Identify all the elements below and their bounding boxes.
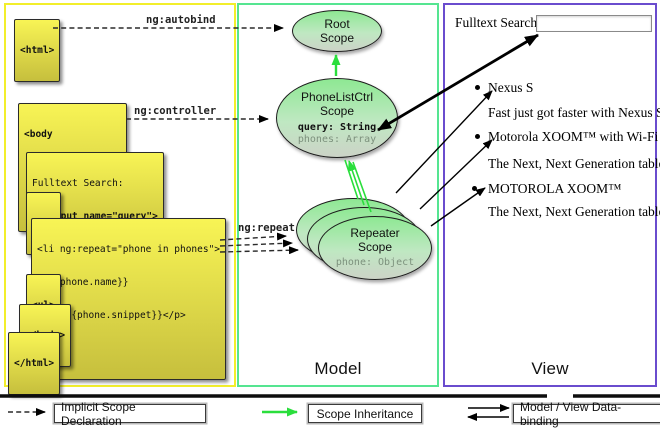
model-panel-label: Model [314, 359, 362, 378]
code-line: <p>{{phone.snippet}}</p> [37, 310, 186, 321]
legend-implicit-scope-declaration: Implicit Scope Declaration [54, 400, 206, 428]
phonelistctrl-scope-ellipse: PhoneListCtrl Scope query: String phones… [276, 78, 398, 158]
model-panel: Model [237, 3, 439, 387]
code-line: </html> [14, 358, 55, 369]
repeater-scope-ellipse-front: Repeater Scope phone: Object [318, 216, 432, 280]
list-bullet [472, 186, 477, 191]
repeater-scope-title: Scope [357, 240, 393, 255]
code-html-open: <html> [14, 19, 61, 82]
view-item-desc: Fast just got faster with Nexus S. [488, 105, 660, 120]
repeater-scope-title: Repeater [350, 226, 400, 241]
view-fulltext-label: Fulltext Search: [455, 15, 541, 30]
view-panel-label: View [531, 359, 569, 378]
legend-scope-inheritance: Scope Inheritance [308, 404, 422, 423]
phonelistctrl-scope-title: PhoneListCtrl [300, 89, 374, 104]
view-item-title: Nexus S [488, 80, 534, 95]
view-item-desc: The Next, Next Generation tablet. [488, 204, 660, 219]
view-item-title: Motorola XOOM™ with Wi-Fi [488, 129, 659, 144]
view-item-desc: The Next, Next Generation tablet. [488, 156, 660, 171]
code-line: Fulltext Search: [32, 178, 124, 189]
code-line: <body [24, 129, 53, 140]
list-bullet [475, 134, 480, 139]
edge-label-repeat: ng:repeat [238, 222, 295, 234]
code-line: <html> [20, 45, 55, 56]
view-item-title: MOTOROLA XOOM™ [488, 181, 622, 196]
root-scope-ellipse: Root Scope [292, 10, 382, 52]
code-line: <li ng:repeat="phone in phones"> [37, 244, 221, 255]
edge-label-controller: ng:controller [134, 105, 217, 117]
code-html-close: </html> [8, 332, 61, 395]
code-line: {{phone.name}} [37, 277, 129, 288]
list-bullet [475, 85, 480, 90]
phonelistctrl-scope-title: Scope [319, 103, 355, 118]
repeater-scope-prop-phone: phone: Object [335, 257, 415, 269]
root-scope-title: Scope [319, 31, 355, 45]
phonelistctrl-scope-prop-query: query: String [297, 121, 377, 133]
legend-model-view-databinding: Model / View Data-binding [513, 400, 660, 428]
root-scope-title: Root [324, 17, 350, 31]
fulltext-search-input[interactable] [536, 15, 652, 32]
edge-label-autobind: ng:autobind [146, 14, 216, 26]
phonelistctrl-scope-prop-phones: phones: Array [297, 134, 377, 145]
